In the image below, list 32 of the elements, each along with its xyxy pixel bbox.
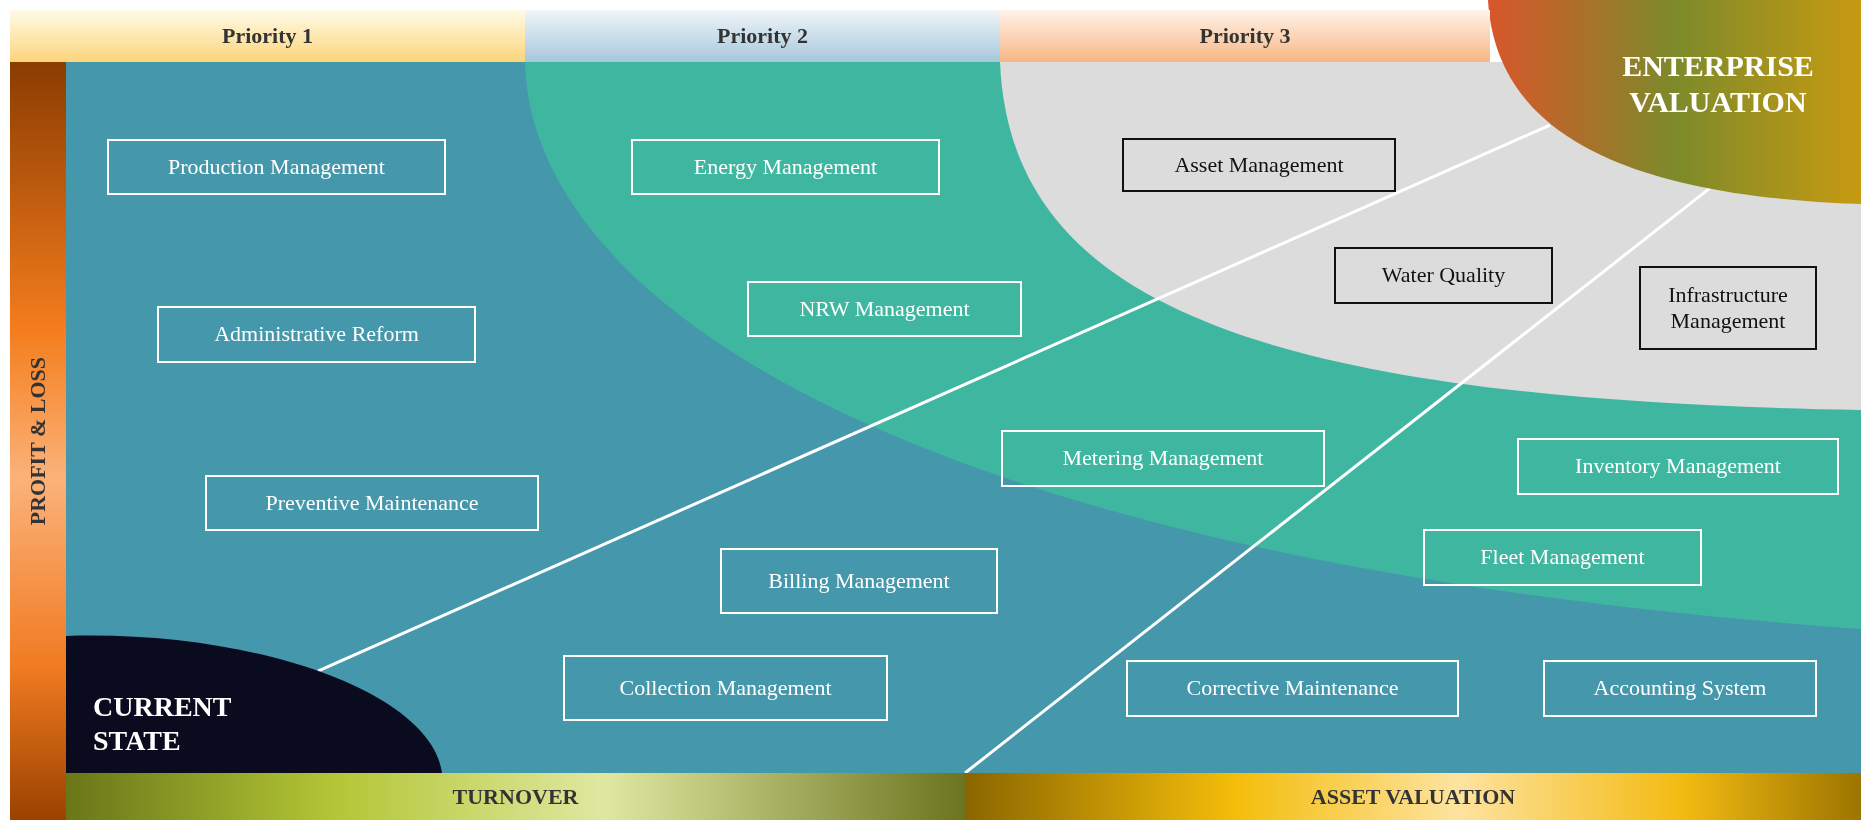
process-box: Inventory Management (1517, 438, 1839, 495)
band-label: PROFIT & LOSS (25, 356, 51, 526)
header-band (965, 773, 1861, 820)
process-box: Production Management (107, 139, 446, 195)
shape-label: CURRENT STATE (93, 690, 232, 758)
header-band (1000, 10, 1490, 62)
process-box: Infrastructure Management (1639, 266, 1817, 350)
axis-band (10, 62, 66, 820)
process-box: Accounting System (1543, 660, 1817, 717)
band-label: TURNOVER (452, 783, 579, 810)
process-box: Metering Management (1001, 430, 1325, 487)
process-box: Administrative Reform (157, 306, 476, 363)
shape-label: ENTERPRISE VALUATION (1621, 48, 1815, 120)
band-label: Priority 1 (222, 23, 313, 49)
header-band (10, 10, 525, 62)
process-box: Collection Management (563, 655, 888, 721)
connector-line (964, 186, 1711, 775)
header-band (525, 10, 1000, 62)
connector-line (317, 123, 1551, 673)
band-label: ASSET VALUATION (1310, 783, 1516, 810)
process-box: Energy Management (631, 139, 940, 195)
goal-shape (1488, 0, 1861, 204)
process-box: Water Quality (1334, 247, 1553, 304)
process-box: Asset Management (1122, 138, 1396, 192)
process-box: Billing Management (720, 548, 998, 614)
process-box: NRW Management (747, 281, 1022, 337)
band-label: Priority 3 (1199, 23, 1291, 49)
band-label: Priority 2 (717, 23, 808, 49)
header-band (66, 773, 965, 820)
process-box: Preventive Maintenance (205, 475, 539, 531)
process-box: Corrective Maintenance (1126, 660, 1459, 717)
process-box: Fleet Management (1423, 529, 1702, 586)
